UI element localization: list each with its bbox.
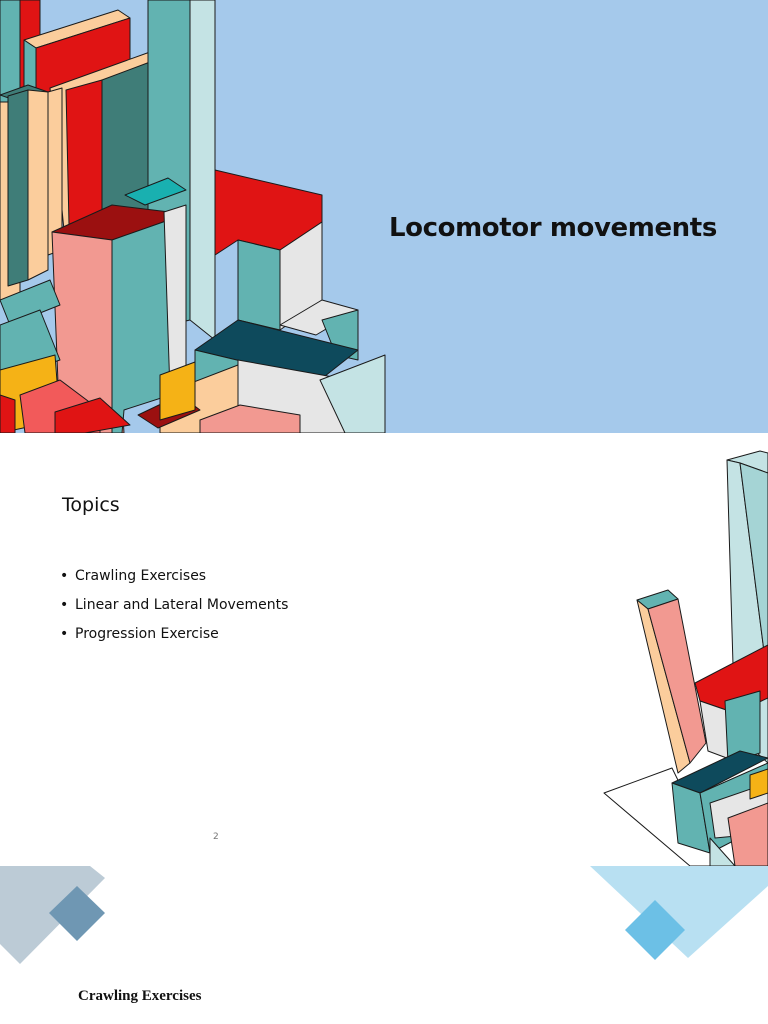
bullet-icon: • <box>60 626 69 642</box>
bullet-icon: • <box>60 597 69 613</box>
title-slide: Locomotor movements <box>0 0 768 433</box>
bullet-icon: • <box>60 568 69 584</box>
topics-list: • Crawling Exercises • Linear and Lateral … <box>60 567 288 654</box>
crawling-slide: Crawling Exercises <box>0 866 768 1024</box>
slide-title: Locomotor movements <box>389 213 717 243</box>
topic-item: • Progression Exercise <box>60 625 288 654</box>
topic-item: • Crawling Exercises <box>60 567 288 596</box>
topic-label: Linear and Lateral Movements <box>75 597 289 613</box>
page-number: 2 <box>213 832 219 842</box>
diamond-decoration <box>0 866 768 964</box>
topic-label: Crawling Exercises <box>75 568 207 584</box>
topic-item: • Linear and Lateral Movements <box>60 596 288 625</box>
topic-label: Progression Exercise <box>75 626 219 642</box>
topics-slide: Topics • Crawling Exercises • Linear and L… <box>0 433 768 866</box>
cityscape-illustration <box>0 0 386 433</box>
topics-heading: Topics <box>62 494 120 516</box>
slide-title: Crawling Exercises <box>78 988 202 1004</box>
